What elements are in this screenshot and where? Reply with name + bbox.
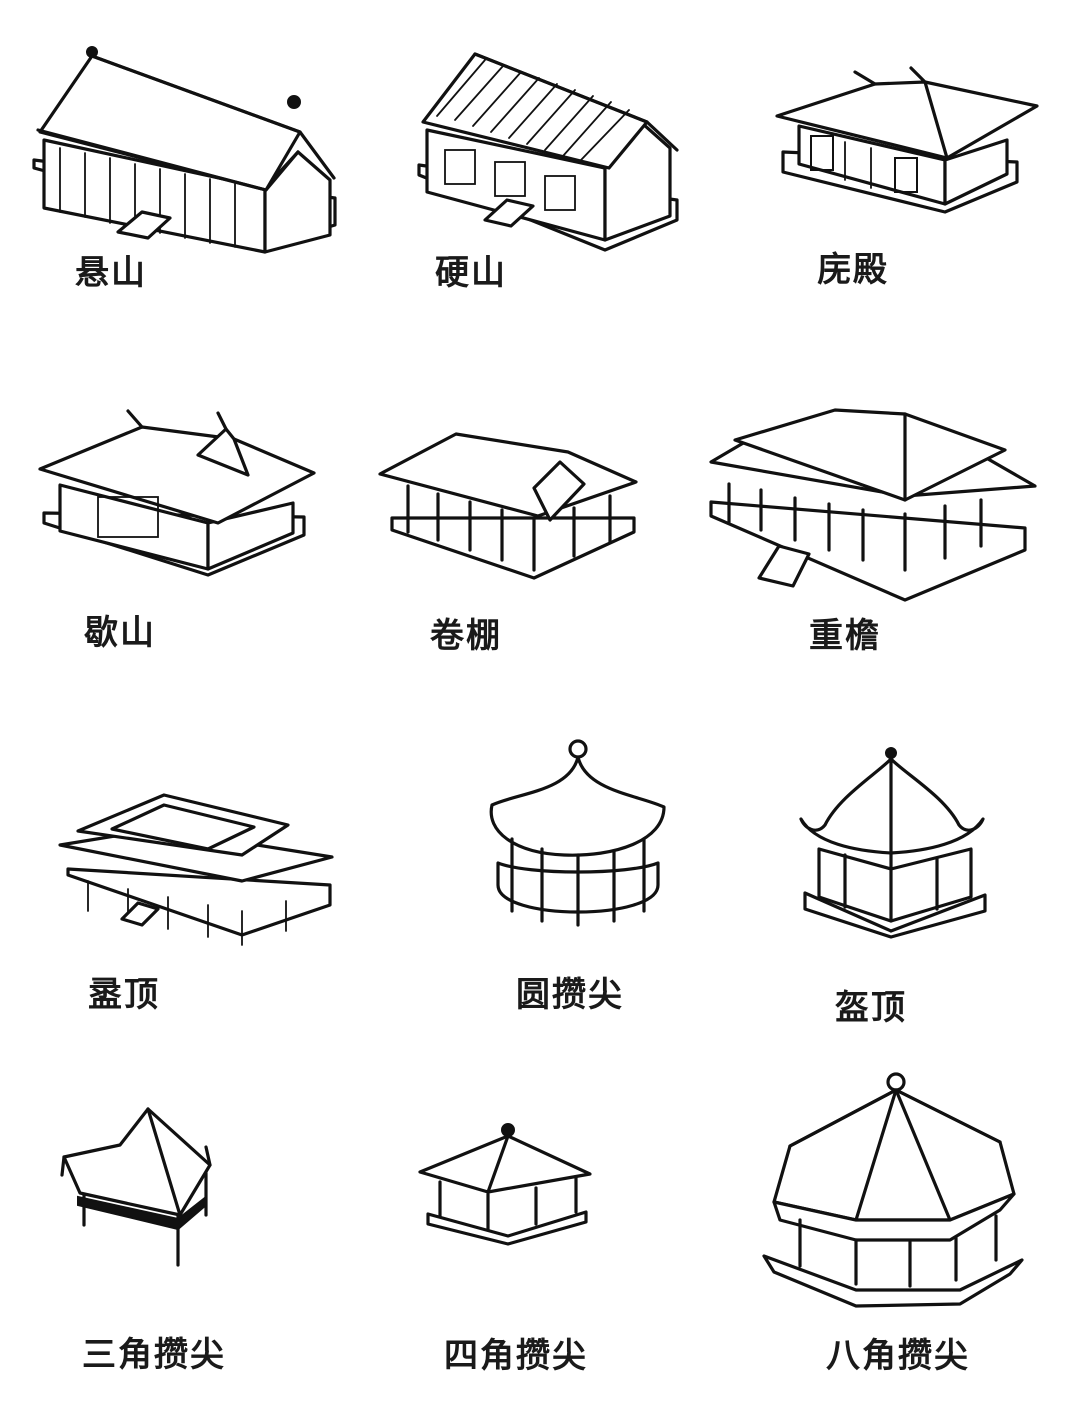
roof-label-sijiao-cuanjian: 四角攒尖 [444, 1336, 588, 1376]
roof-label-sanjiao-cuanjian: 三角攒尖 [82, 1335, 226, 1375]
figure-sanjiao-cuanjian: 三角攒尖 [60, 1105, 260, 1375]
figure-wudian: 庑殿 [775, 62, 1045, 290]
figure-sijiao-cuanjian: 四角攒尖 [418, 1118, 618, 1376]
roof-label-luding: 盝顶 [88, 975, 160, 1015]
sanjiao-cuanjian-roof-drawing [60, 1107, 212, 1267]
xuanshan-roof-drawing [32, 46, 337, 254]
roof-label-kuiding: 盔顶 [835, 988, 907, 1028]
figure-yingshan: 硬山 [415, 40, 695, 293]
figure-chongyan: 重檐 [705, 400, 1040, 660]
roof-label-yingshan: 硬山 [435, 253, 507, 293]
roof-label-juanpeng: 卷棚 [430, 616, 502, 656]
figure-kuiding: 盔顶 [795, 745, 995, 1028]
figure-xieshan: 歇山 [38, 405, 328, 655]
roof-label-bajiao-cuanjian: 八角攒尖 [826, 1336, 970, 1376]
luding-roof-drawing [58, 793, 334, 946]
roof-label-xuanshan: 悬山 [75, 253, 147, 293]
bajiao-cuanjian-roof-drawing [762, 1072, 1024, 1308]
yingshan-roof-drawing [417, 52, 679, 252]
kuiding-roof-drawing [799, 747, 987, 939]
figure-yuan-cuanjian: 圆攒尖 [478, 735, 678, 1015]
roof-label-wudian: 庑殿 [817, 250, 889, 290]
juanpeng-roof-drawing [378, 432, 638, 580]
chongyan-roof-drawing [709, 408, 1037, 602]
roof-label-xieshan: 歇山 [84, 613, 156, 653]
figure-luding: 盝顶 [58, 785, 343, 1015]
xieshan-roof-drawing [38, 409, 316, 577]
figure-xuanshan: 悬山 [30, 40, 350, 293]
sijiao-cuanjian-roof-drawing [418, 1123, 592, 1246]
figure-bajiao-cuanjian: 八角攒尖 [760, 1070, 1030, 1380]
wudian-roof-drawing [775, 66, 1039, 214]
yuan-cuanjian-roof-drawing [489, 739, 666, 927]
roof-label-chongyan: 重檐 [809, 616, 881, 656]
figure-juanpeng: 卷棚 [378, 420, 648, 660]
roof-label-yuan-cuanjian: 圆攒尖 [516, 975, 624, 1015]
